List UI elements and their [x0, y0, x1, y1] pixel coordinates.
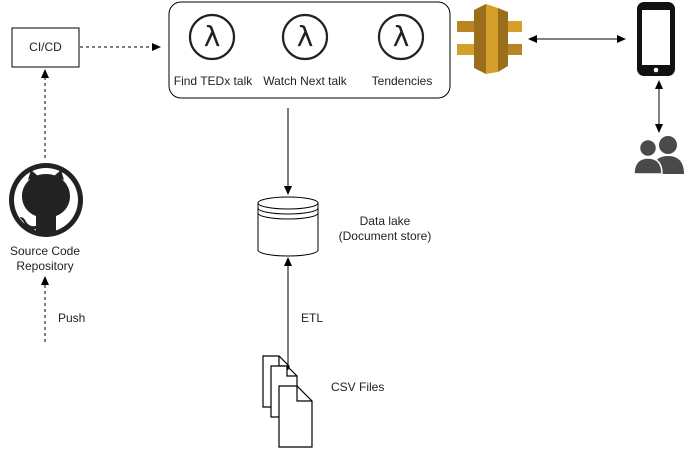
cicd-box[interactable] [11, 27, 80, 68]
lambda-label-find-tedx: Find TEDx talk [173, 74, 253, 88]
csv-files-label: CSV Files [331, 380, 385, 394]
source-repo-label-line2: Repository [16, 259, 74, 273]
source-repo-label-line1: Source Code [9, 244, 81, 258]
lambda-label-tendencies: Tendencies [371, 74, 433, 88]
aws-lambda-icon: λ [188, 13, 236, 61]
svg-text:λ: λ [204, 20, 221, 53]
push-label: Push [58, 311, 86, 325]
users-icon [633, 136, 684, 175]
cicd-label: CI/CD [29, 40, 62, 54]
svg-text:λ: λ [393, 20, 410, 53]
etl-label: ETL [301, 311, 324, 325]
aws-lambda-icon: λ [281, 13, 329, 61]
data-lake-label-line1: Data lake [359, 214, 411, 228]
aws-lambda-icon: λ [377, 13, 425, 61]
data-lake-label-line2: (Document store) [338, 229, 432, 243]
github-icon [9, 163, 83, 237]
svg-text:λ: λ [297, 20, 314, 53]
database-icon[interactable] [257, 196, 319, 257]
aws-api-gateway-icon [457, 4, 522, 74]
mobile-phone-icon [637, 2, 675, 76]
lambda-label-watch-next: Watch Next talk [263, 74, 347, 88]
documents-icon[interactable] [262, 355, 313, 448]
